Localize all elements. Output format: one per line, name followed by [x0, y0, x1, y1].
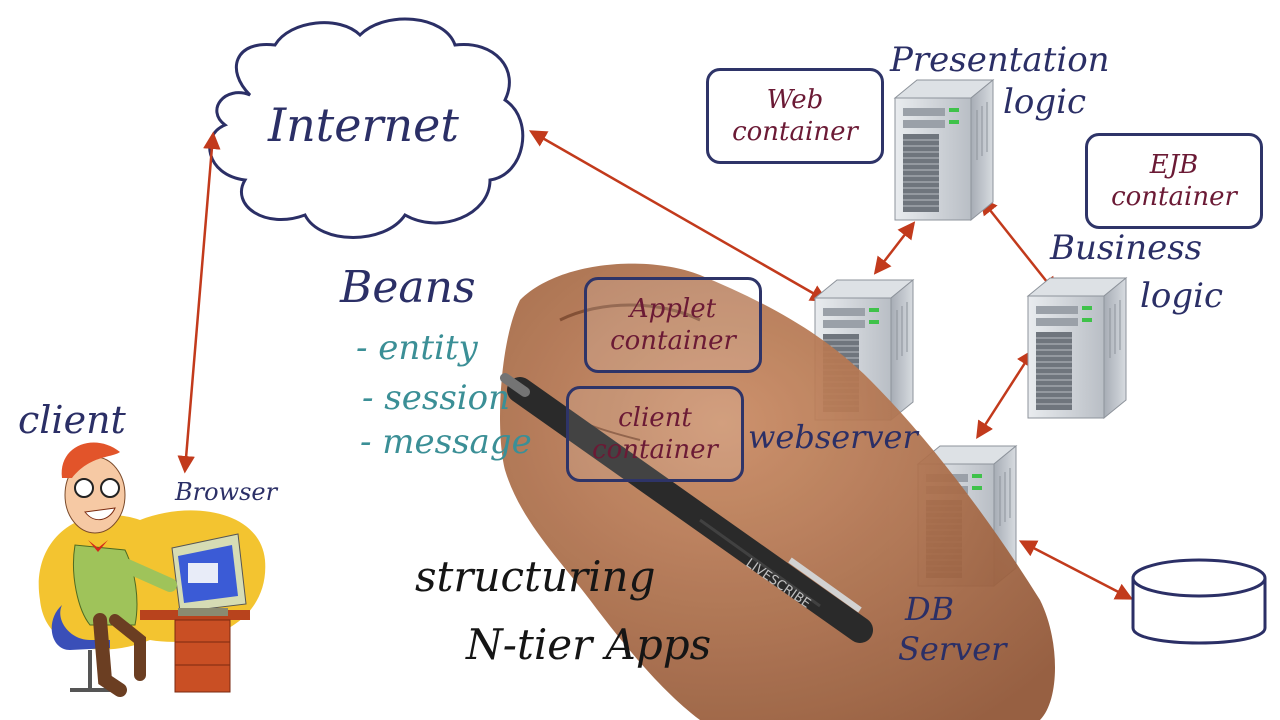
applet-container-box: Applet container [584, 277, 762, 373]
presentation-logic-label-1: Presentation [890, 40, 1110, 80]
bean-message: - message [360, 422, 532, 462]
ejb-container-box: EJB container [1085, 133, 1263, 229]
business-logic-label-1: Business [1050, 228, 1203, 268]
arrow-business-db [976, 349, 1034, 439]
arrow-internet-browser [177, 131, 221, 474]
applet-container-label-1: Applet [629, 294, 717, 324]
arrow-webserver-presentation [873, 221, 916, 275]
database-icon [1131, 558, 1267, 645]
client-container-label-2: container [592, 435, 718, 465]
server-icon-presentation [894, 79, 994, 221]
web-container-label-2: container [732, 117, 858, 147]
webserver-label: webserver [748, 418, 918, 456]
client-container-label-1: client [618, 403, 692, 433]
title-line-1: structuring [415, 552, 656, 601]
client-container-box: client container [566, 386, 744, 482]
business-logic-label-2: logic [1140, 276, 1224, 316]
presentation-logic-label-2: logic [1003, 82, 1087, 122]
ejb-container-label-2: container [1111, 182, 1237, 212]
browser-label: Browser [175, 478, 278, 506]
bean-entity: - entity [356, 328, 478, 368]
arrow-db-database [1018, 540, 1134, 600]
web-container-label-1: Web [766, 85, 824, 115]
server-icon-business [1027, 277, 1127, 419]
db-server-label-1: DB [905, 590, 955, 628]
client-label: client [18, 398, 126, 442]
db-server-label-2: Server [898, 630, 1007, 668]
applet-container-label-2: container [610, 326, 736, 356]
beans-title: Beans [340, 262, 476, 313]
internet-label: Internet [268, 98, 459, 152]
cloud-icon [208, 17, 525, 239]
hand-with-pen: LIVESCRIBE [500, 263, 1055, 720]
arrow-internet-webserver [528, 130, 829, 302]
title-line-2: N-tier Apps [466, 620, 712, 669]
arrow-presentation-business [979, 197, 1058, 295]
bean-session: - session [362, 378, 511, 418]
person-at-computer-icon [38, 442, 266, 697]
web-container-box: Web container [706, 68, 884, 164]
ejb-container-label-1: EJB [1149, 150, 1199, 180]
